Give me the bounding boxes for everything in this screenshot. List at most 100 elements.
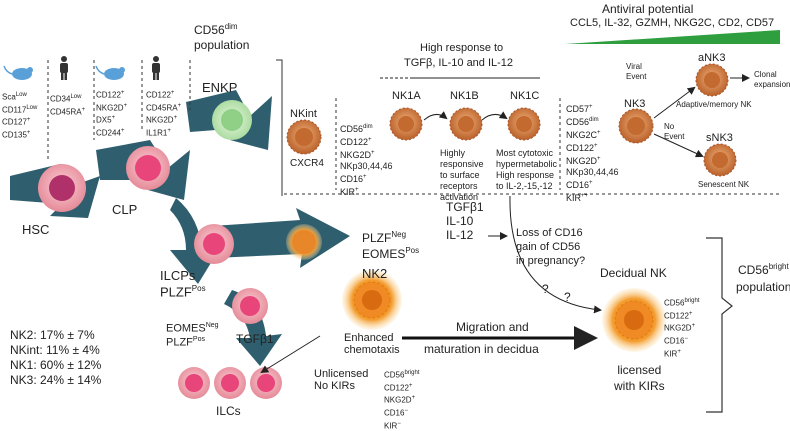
marker: CD122+	[566, 143, 598, 153]
marker: NKG2D+	[340, 150, 375, 160]
enkp-label: ENKP	[202, 80, 238, 95]
marker: KIR+	[340, 187, 359, 197]
description-line: High response	[496, 170, 555, 180]
marker: KIR+	[664, 348, 681, 359]
decidual-nk-cell	[602, 288, 666, 352]
nkint-cell	[286, 119, 322, 155]
description-line: Unlicensed	[314, 368, 369, 380]
cd56dim-label: CD56dim	[194, 22, 238, 37]
plzf-neg-label: PLZFNeg	[362, 230, 407, 245]
question-line: gain of CD56	[516, 241, 581, 253]
antiviral-markers: CCL5, IL-32, GZMH, NKG2C, CD2, CD57	[570, 17, 775, 29]
marker: KIR−	[384, 420, 401, 431]
question-mark-1: ?	[542, 282, 549, 296]
ilc-cells	[178, 367, 282, 399]
plzf-pos-label-2: PLZFPos	[166, 336, 205, 349]
marker: CD16−	[664, 335, 688, 346]
marker: CD122+	[384, 382, 413, 393]
senescent-label: Senescent NK	[698, 180, 750, 189]
ilcp-cell	[194, 224, 234, 264]
migration-line2: maturation in decidua	[424, 342, 539, 356]
nk1c-label: NK1C	[510, 90, 540, 102]
marker: KIR++	[566, 193, 589, 203]
cytokine: IL-10	[446, 214, 474, 228]
high-response-line2: TGFβ, IL-10 and IL-12	[404, 57, 514, 69]
nk1a-cell	[389, 107, 423, 141]
ank3-cell	[695, 63, 729, 97]
marker: CD16+	[340, 174, 367, 184]
migration-line1: Migration and	[456, 320, 529, 334]
question-line: Loss of CD16	[516, 227, 583, 239]
description-line: chemotaxis	[344, 344, 400, 356]
marker: CD122+	[664, 310, 693, 321]
marker: CD56bright	[384, 370, 420, 380]
clp-label: CLP	[112, 202, 138, 217]
description-line: Enhanced	[344, 332, 394, 344]
ilcp-cell-2	[232, 288, 268, 324]
marker: CD45RA+	[50, 106, 86, 117]
marker: NKG2D+	[384, 395, 416, 405]
marker: CD122+	[146, 90, 175, 100]
high-response-line1: High response to	[420, 42, 504, 54]
marker: CD135+	[2, 129, 31, 140]
marker: ScaLow	[2, 92, 27, 102]
nk1a-label: NK1A	[392, 90, 421, 102]
nk3-label: NK3	[624, 98, 646, 110]
marker: CD56dim	[566, 117, 599, 127]
cd56dim-bracket	[276, 59, 283, 196]
nkint-label: NKint	[290, 108, 317, 120]
marker: NKG2D+	[96, 102, 128, 113]
hsc-cell	[38, 164, 86, 212]
decidual-nk-label: Decidual NK	[600, 266, 667, 280]
cd56bright-label: CD56bright	[738, 262, 789, 277]
ilcs-label: ILCs	[216, 404, 241, 418]
mouse-icon	[95, 65, 125, 80]
description-line: to surface	[440, 170, 480, 180]
ank3-label: aNK3	[698, 52, 726, 64]
human-clp-markers: CD122+CD45RA+NKG2D+IL1R1+	[146, 88, 181, 139]
description-line: Highly	[440, 148, 466, 158]
marker: NKG2D+	[664, 323, 696, 333]
marker: DX5+	[96, 115, 116, 125]
adaptive-label: Adaptive/memory NK	[676, 100, 752, 109]
question-mark-2: ?	[564, 290, 571, 304]
marker: NKp30,44,46	[340, 161, 393, 171]
nk1b-cell	[449, 107, 483, 141]
marker: CD34Low	[50, 94, 82, 104]
statistic-line: NK3: 24% ± 14%	[10, 373, 102, 387]
marker: NKp30,44,46	[566, 167, 619, 177]
population-label: population	[194, 38, 250, 52]
antiviral-gradient-wedge	[565, 30, 780, 44]
marker: CD16+	[566, 180, 593, 190]
description-line: activation	[440, 192, 479, 202]
marker: CD122+	[96, 90, 125, 100]
snk3-label: sNK3	[706, 132, 733, 144]
cd56bright-bracket	[706, 237, 733, 413]
description-line: Most cytotoxic	[496, 148, 554, 158]
nk1c-cell	[507, 107, 541, 141]
marker: NKG2C+	[566, 130, 601, 140]
cxcr4-label: CXCR4	[290, 158, 324, 169]
description-line: licensed	[617, 363, 662, 377]
person-icon	[152, 56, 160, 80]
marker: CD122+	[340, 137, 372, 147]
marker: CD244+	[96, 127, 125, 138]
no-event-label: No Event	[664, 122, 685, 141]
cytokine: IL-12	[446, 228, 474, 242]
plzf-pos-label: PLZFPos	[160, 284, 206, 300]
mouse-icon	[3, 65, 33, 80]
cd56bright-population-label: population	[736, 280, 790, 294]
tgfb-label: TGFβ1	[236, 332, 274, 346]
nk-statistics: NK2: 17% ± 7%NKint: 11% ± 4%NK1: 60% ± 1…	[10, 328, 101, 388]
enkp-cell	[212, 100, 252, 140]
